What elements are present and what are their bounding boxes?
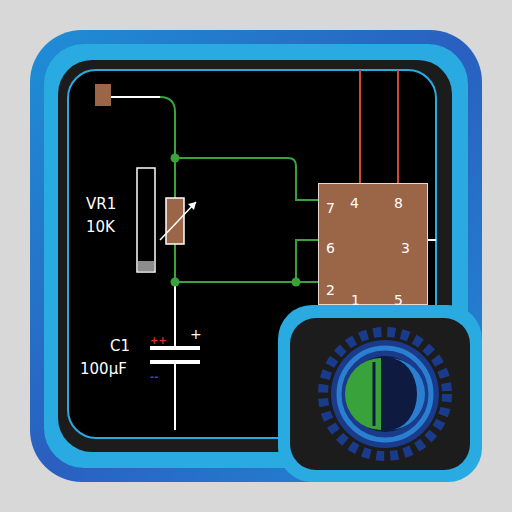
ic-chip: 7 4 8 6 3 2 1 5 — [318, 183, 428, 305]
capacitor-symbol — [150, 346, 200, 364]
pin-number: 5 — [394, 293, 403, 307]
slider-symbol — [137, 168, 155, 272]
pin-number: 1 — [351, 293, 360, 307]
panel-rim — [58, 60, 452, 452]
pin-number: 6 — [326, 241, 335, 255]
part-value: 10K — [86, 220, 115, 235]
part-value: 100µF — [80, 362, 127, 377]
part-name: VR1 — [86, 197, 116, 212]
knob-logo — [323, 332, 447, 456]
schematic-panel — [68, 70, 436, 438]
pin-number: 3 — [401, 241, 410, 255]
logo-panel — [290, 318, 470, 470]
part-name: C1 — [110, 339, 130, 354]
pin-number: 4 — [350, 196, 359, 210]
icon-inner-frame — [44, 44, 468, 468]
polarity-mark: + — [190, 327, 202, 341]
pin-number: 2 — [326, 283, 335, 297]
polarity-mark: -- — [150, 372, 158, 382]
pin-number: 8 — [394, 196, 403, 210]
component-stub — [95, 84, 111, 106]
pin-number: 7 — [326, 201, 335, 215]
icon-frame — [30, 30, 482, 482]
polarity-mark: ++ — [150, 336, 167, 346]
logo-frame — [278, 305, 482, 482]
resistor-symbol — [160, 198, 196, 244]
